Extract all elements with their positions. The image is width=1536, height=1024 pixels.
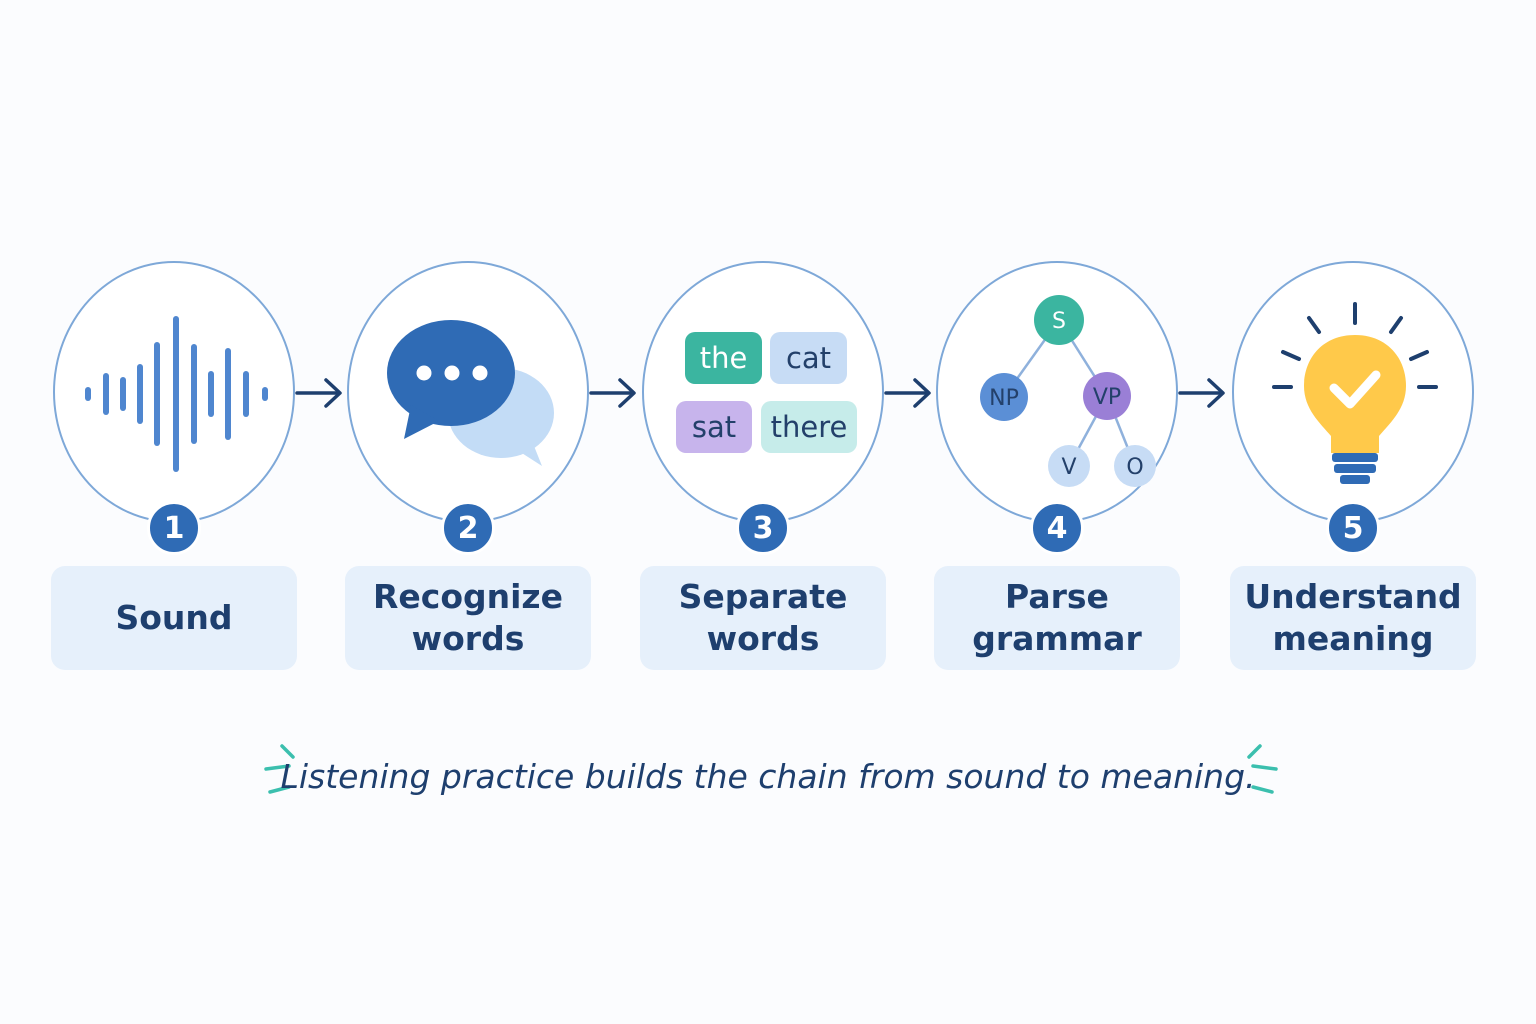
step-5-label-box: Understand meaning bbox=[1230, 566, 1476, 670]
step-3-circle: the cat sat there bbox=[642, 261, 884, 523]
word-chip-sat: sat bbox=[676, 401, 752, 453]
step-2-label-box: Recognize words bbox=[345, 566, 591, 670]
step-2-badge: 2 bbox=[441, 501, 495, 555]
sparkle-right-icon bbox=[1247, 744, 1278, 794]
tree-label-o: O bbox=[1126, 455, 1143, 480]
sparkle-left-icon bbox=[264, 744, 295, 794]
step-4-label-box: Parse grammar bbox=[934, 566, 1180, 670]
tree-label-np: NP bbox=[989, 386, 1019, 411]
tree-node-vp bbox=[1083, 372, 1131, 420]
step-5-circle bbox=[1232, 261, 1474, 523]
step-5-label: Understand meaning bbox=[1244, 577, 1462, 658]
step-1-badge: 1 bbox=[147, 501, 201, 555]
arrow-right-icon bbox=[589, 378, 636, 408]
tree-label-s: S bbox=[1052, 309, 1066, 334]
step-2-label: Recognize words bbox=[372, 577, 564, 658]
step-5-badge: 5 bbox=[1326, 501, 1380, 555]
arrow-right-icon bbox=[1178, 378, 1225, 408]
tree-label-v: V bbox=[1061, 455, 1076, 480]
step-3-label: Separate words bbox=[678, 577, 848, 658]
caption-text: Listening practice builds the chain from… bbox=[280, 756, 1256, 796]
caption: Listening practice builds the chain from… bbox=[0, 752, 1536, 800]
sound-wave-icon bbox=[85, 316, 268, 472]
tree-node-o bbox=[1114, 445, 1156, 487]
tree-node-np bbox=[980, 373, 1028, 421]
word-chip-the: the bbox=[685, 332, 762, 384]
arrow-right-icon bbox=[884, 378, 931, 408]
word-chip-cat: cat bbox=[770, 332, 847, 384]
step-2-circle bbox=[347, 261, 589, 523]
step-4-badge: 4 bbox=[1030, 501, 1084, 555]
step-4-label: Parse grammar bbox=[972, 577, 1142, 658]
step-1-label: Sound bbox=[115, 598, 233, 637]
step-3-label-box: Separate words bbox=[640, 566, 886, 670]
tree-node-v bbox=[1048, 445, 1090, 487]
step-4-circle: S NP VP V O bbox=[936, 261, 1178, 523]
parse-tree-icon: S NP VP V O bbox=[980, 295, 1156, 487]
lightbulb-check-icon bbox=[1272, 302, 1438, 484]
tree-node-s bbox=[1034, 295, 1084, 345]
step-1-circle bbox=[53, 261, 295, 523]
speech-bubbles-icon bbox=[387, 320, 554, 466]
step-1-label-box: Sound bbox=[51, 566, 297, 670]
word-chip-there: there bbox=[761, 401, 857, 453]
tree-label-vp: VP bbox=[1093, 385, 1121, 410]
arrow-right-icon bbox=[295, 378, 342, 408]
step-3-badge: 3 bbox=[736, 501, 790, 555]
